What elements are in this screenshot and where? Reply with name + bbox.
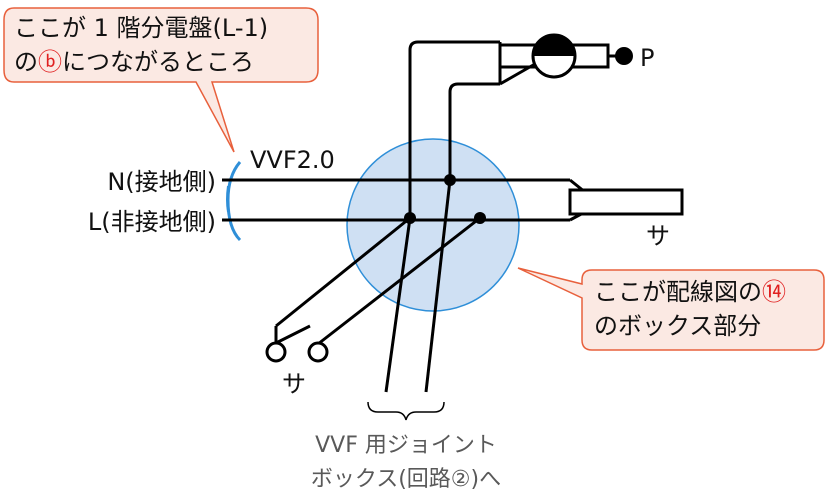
cable-type-label: VVF2.0 — [250, 146, 335, 174]
callout-top-mark-b: ⓑ — [38, 48, 62, 76]
neutral-label: N(接地側) — [107, 168, 216, 196]
pilot-lamp-label: P — [640, 44, 654, 72]
callout-top-line2-suffix: につながるところ — [62, 48, 254, 76]
junction-dot — [474, 212, 486, 224]
switch — [265, 324, 329, 363]
outlet-right-label: サ — [646, 222, 670, 250]
svg-text:のⓑにつながるところ: のⓑにつながるところ — [14, 48, 254, 76]
line-label: L(非接地側) — [88, 208, 216, 236]
cable-bracket — [226, 161, 242, 242]
pilot-lamp — [498, 33, 633, 86]
svg-text:ここが配線図の⑭: ここが配線図の⑭ — [594, 278, 786, 306]
switch-label: サ — [282, 370, 306, 398]
bottom-text-line1: VVF 用ジョイント — [315, 433, 497, 458]
callout-right-line2: のボックス部分 — [594, 312, 761, 340]
bottom-brace — [367, 401, 445, 421]
callout-right-line1-prefix: ここが配線図の — [594, 278, 762, 306]
callout-top: ここが 1 階分電盤(L-1) のⓑにつながるところ — [3, 7, 319, 153]
joint-box-circle — [346, 138, 520, 312]
outlet-right-cable — [568, 188, 684, 216]
pilot-lamp-dot — [615, 47, 633, 65]
bottom-text-line2: ボックス(回路②)へ — [311, 467, 501, 492]
junction-dot — [404, 212, 416, 224]
callout-top-line1: ここが 1 階分電盤(L-1) — [14, 14, 268, 42]
callout-right-mark-14: ⑭ — [762, 278, 786, 306]
callout-right: ここが配線図の⑭ のボックス部分 — [517, 267, 825, 351]
wires — [222, 40, 586, 393]
callout-top-line2-prefix: の — [14, 48, 38, 76]
junction-dot — [444, 174, 456, 186]
